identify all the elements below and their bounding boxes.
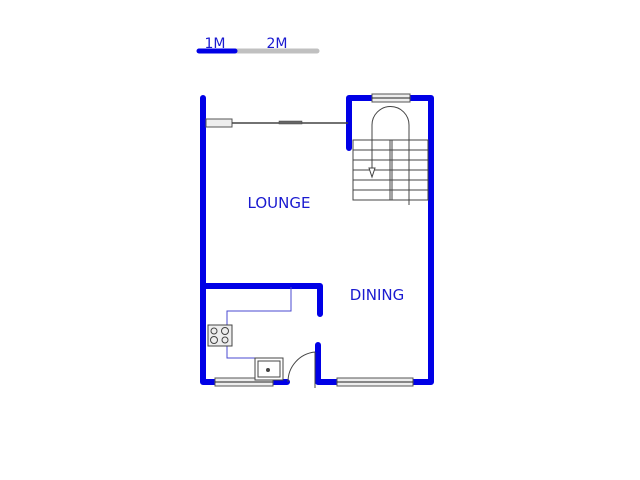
stove-icon: [207, 324, 233, 347]
sliding-door: [232, 120, 348, 125]
room-label-lounge: LOUNGE: [248, 194, 311, 212]
scale-label-1m: 1M: [205, 36, 226, 52]
sink-icon: [254, 357, 284, 381]
window-lounge: [205, 118, 233, 128]
scale-label-2m: 2M: [267, 36, 288, 52]
staircase: [352, 106, 429, 205]
windows: [205, 93, 414, 387]
stair-arrow-icon: [368, 167, 376, 179]
wall-right: [315, 95, 434, 385]
kitchen-counter: [226, 287, 292, 359]
scale-bar: 1M 2M: [196, 36, 320, 54]
wall-kitchen: [200, 283, 323, 317]
walls: [200, 95, 434, 385]
entry-door: [287, 351, 316, 388]
room-label-dining: DINING: [350, 286, 404, 304]
